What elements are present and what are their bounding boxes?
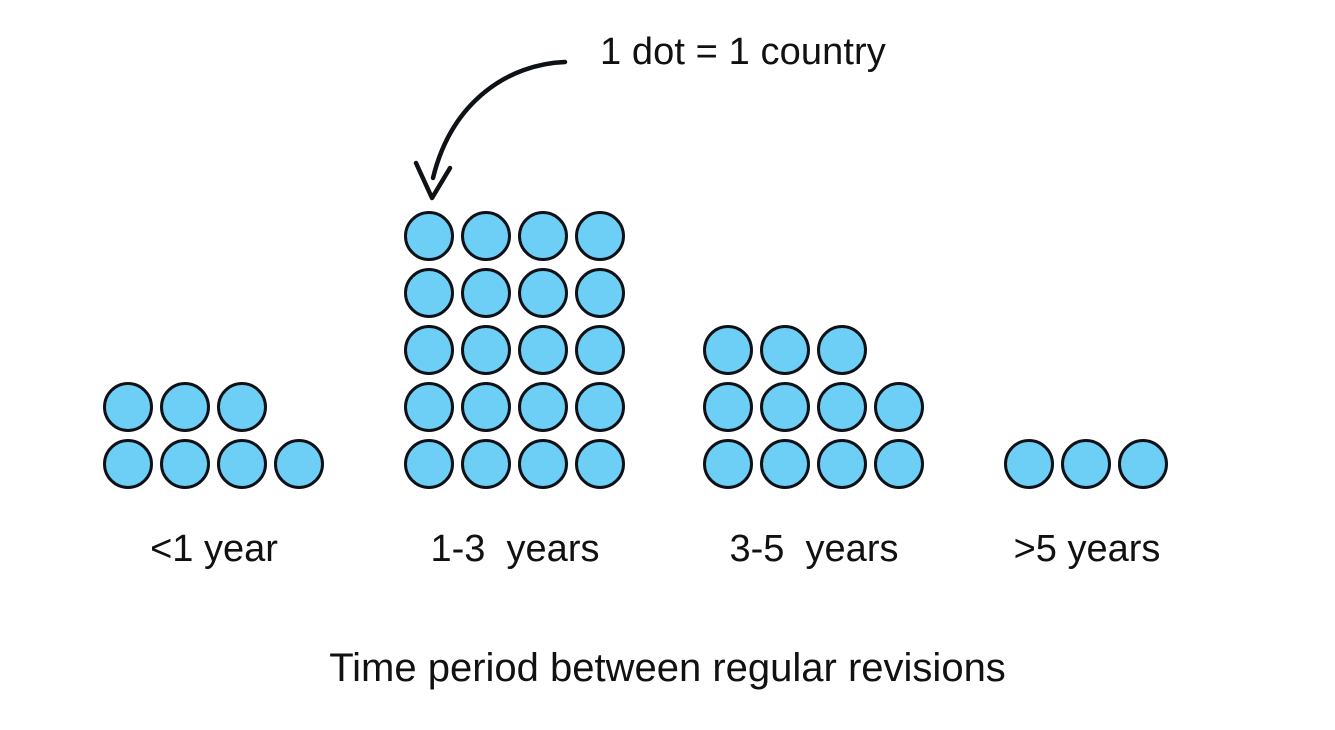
- dot: [404, 381, 454, 432]
- dot-row: [404, 378, 625, 435]
- dot-row: [703, 435, 924, 492]
- category-label-1-3-years: 1-3 years: [430, 528, 600, 570]
- dot-row: [103, 435, 324, 492]
- annotation-arrow-icon: [413, 59, 568, 201]
- dot-row: [404, 207, 625, 264]
- dot: [103, 438, 153, 489]
- dot: [160, 438, 210, 489]
- dot: [217, 381, 267, 432]
- dot: [703, 438, 753, 489]
- dot: [760, 324, 810, 375]
- dot-row: [703, 378, 924, 435]
- category-label-3-5-years: 3-5 years: [729, 528, 899, 570]
- dot: [461, 438, 511, 489]
- dot: [817, 381, 867, 432]
- dot: [160, 381, 210, 432]
- dot: [518, 438, 568, 489]
- axis-title: Time period between regular revisions: [329, 646, 1006, 690]
- dot-group-gt-5-years: [1004, 435, 1168, 492]
- dot: [575, 267, 625, 318]
- dot: [575, 210, 625, 261]
- dot-row: [404, 321, 625, 378]
- dot: [404, 324, 454, 375]
- dot: [575, 381, 625, 432]
- dot: [760, 438, 810, 489]
- dot: [461, 324, 511, 375]
- dot: [874, 438, 924, 489]
- dot-row: [404, 264, 625, 321]
- category-label-gt-5-years: >5 years: [1013, 528, 1161, 570]
- dot: [461, 381, 511, 432]
- dot: [575, 324, 625, 375]
- dot: [404, 438, 454, 489]
- dot: [103, 381, 153, 432]
- dot-group-3-5-years: [703, 321, 924, 492]
- dot: [874, 381, 924, 432]
- dot-row: [1004, 435, 1168, 492]
- dot-row: [404, 435, 625, 492]
- dot: [703, 381, 753, 432]
- category-label-lt-1-year: <1 year: [150, 528, 278, 570]
- dot: [518, 267, 568, 318]
- dot: [518, 324, 568, 375]
- dot: [404, 267, 454, 318]
- dot: [217, 438, 267, 489]
- dot: [461, 267, 511, 318]
- dot: [817, 324, 867, 375]
- dot: [518, 381, 568, 432]
- dot: [703, 324, 753, 375]
- dot-row: [103, 378, 324, 435]
- dot: [575, 438, 625, 489]
- annotation-label: 1 dot = 1 country: [600, 31, 886, 73]
- dot: [1061, 438, 1111, 489]
- dot-group-lt-1-year: [103, 378, 324, 492]
- dot: [461, 210, 511, 261]
- dot: [1118, 438, 1168, 489]
- dot-row: [703, 321, 924, 378]
- dot: [518, 210, 568, 261]
- dot: [760, 381, 810, 432]
- dot: [274, 438, 324, 489]
- dot: [404, 210, 454, 261]
- dot: [1004, 438, 1054, 489]
- dot: [817, 438, 867, 489]
- dot-group-1-3-years: [404, 207, 625, 492]
